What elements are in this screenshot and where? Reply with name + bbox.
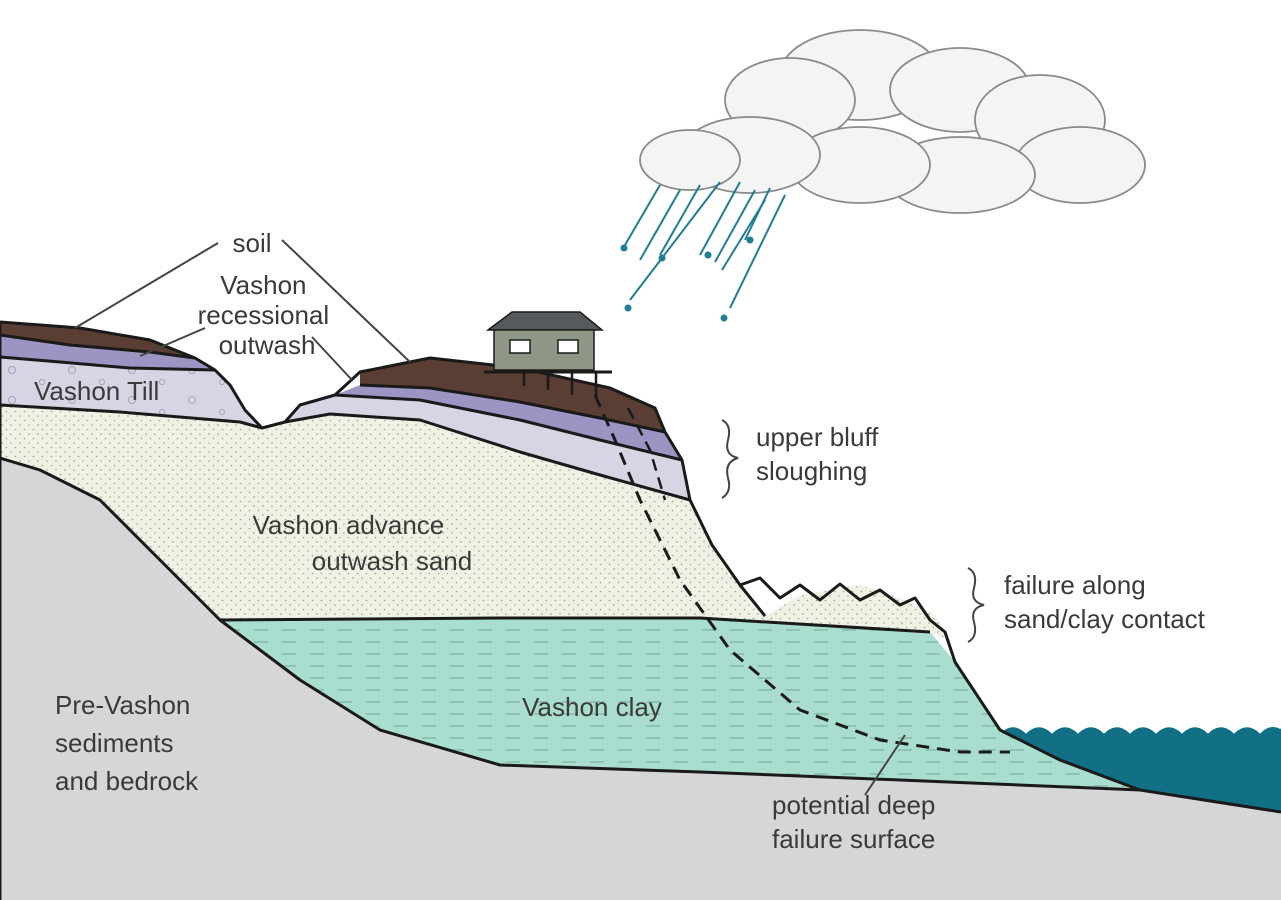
advance-sand-label: Vashon advance outwash sand bbox=[252, 510, 472, 576]
upper-bluff-line1: upper bluff bbox=[756, 422, 879, 452]
water-body bbox=[1000, 725, 1281, 812]
deep-failure-label: potential deep failure surface bbox=[772, 790, 943, 854]
till-layer-right bbox=[285, 395, 690, 500]
pre-vashon-line3: and bedrock bbox=[55, 766, 199, 796]
house-icon bbox=[484, 311, 612, 398]
recessional-leader-left bbox=[139, 327, 206, 357]
slump-outline bbox=[739, 576, 1281, 814]
upper-bluff-label: upper bluff sloughing bbox=[756, 422, 886, 486]
soil-layer-left bbox=[0, 322, 195, 358]
soil-leader-right bbox=[281, 239, 411, 363]
deep-failure-leader bbox=[864, 734, 906, 796]
till-label: Vashon Till bbox=[34, 376, 159, 406]
contact-failure-label: failure along sand/clay contact bbox=[1004, 570, 1206, 634]
rain-icon bbox=[620, 181, 786, 322]
recessional-label-line1: Vashon bbox=[220, 270, 306, 300]
cloud-icon bbox=[639, 29, 1146, 214]
advance-label-line1: Vashon advance bbox=[252, 510, 444, 540]
recessional-layer-right bbox=[335, 385, 682, 460]
recessional-label: Vashon recessional outwash bbox=[198, 270, 337, 360]
advance-label-line2: outwash sand bbox=[312, 546, 472, 576]
soil-layer-right bbox=[360, 358, 665, 432]
deep-failure-line2: failure surface bbox=[772, 824, 935, 854]
contact-failure-line2: sand/clay contact bbox=[1004, 604, 1206, 634]
upper-bluff-brace bbox=[721, 419, 739, 499]
clay-label: Vashon clay bbox=[522, 692, 662, 722]
recessional-leader-right bbox=[311, 336, 353, 381]
soil-label: soil bbox=[232, 228, 271, 258]
pre-vashon-label: Pre-Vashon sediments and bedrock bbox=[55, 690, 199, 796]
pre-vashon-line1: Pre-Vashon bbox=[55, 690, 190, 720]
contact-failure-line1: failure along bbox=[1004, 570, 1146, 600]
pre-vashon-line2: sediments bbox=[55, 728, 174, 758]
soil-leader-left bbox=[74, 242, 219, 329]
wave-icon bbox=[999, 724, 1281, 734]
upper-bluff-line2: sloughing bbox=[756, 456, 867, 486]
upper-slip-line bbox=[626, 407, 667, 501]
deep-failure-line1: potential deep bbox=[772, 790, 935, 820]
recessional-label-line3: outwash bbox=[219, 330, 316, 360]
contact-failure-brace bbox=[967, 567, 985, 643]
bedrock-layer bbox=[0, 458, 1281, 900]
deep-failure-line bbox=[593, 394, 1010, 754]
recessional-label-line2: recessional bbox=[198, 300, 330, 330]
ground-surface-outline bbox=[0, 320, 767, 617]
